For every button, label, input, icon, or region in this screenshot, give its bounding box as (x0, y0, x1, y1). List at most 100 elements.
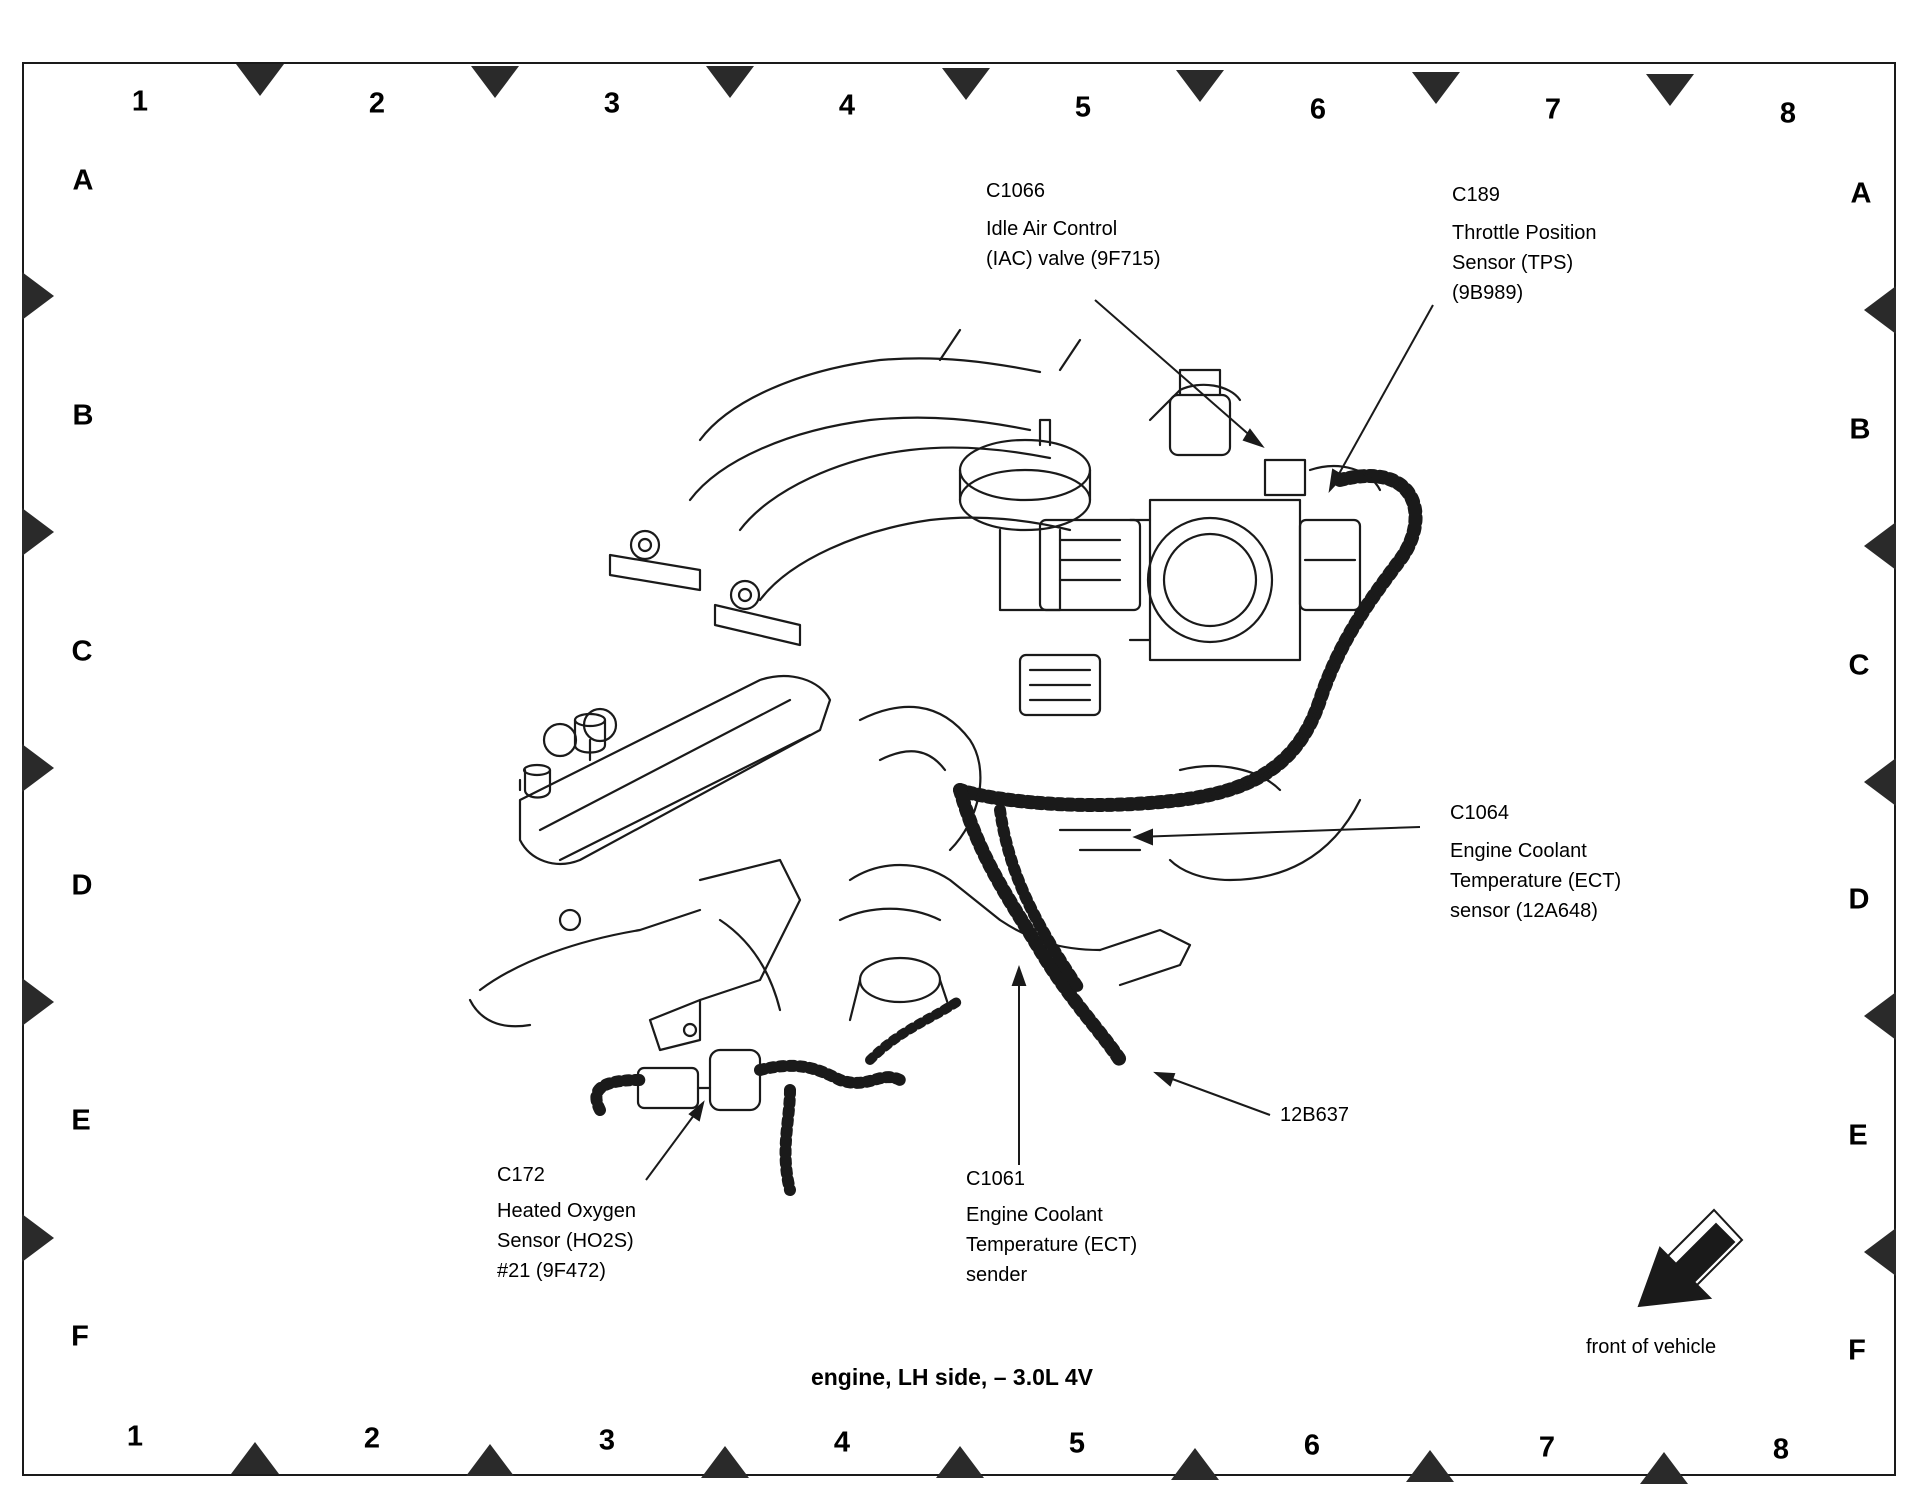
grid-marker-bottom (1171, 1448, 1219, 1480)
grid-row-right-b: B (1849, 413, 1871, 446)
grid-row-left-d: D (71, 869, 93, 902)
grid-row-left-f: F (71, 1320, 89, 1353)
manifold-detail (1308, 465, 1382, 492)
leader-lines (645, 299, 1434, 1181)
front-of-vehicle-label: front of vehicle (1586, 1336, 1717, 1358)
harness-core (958, 474, 1417, 807)
callout-c1061-line: sender (966, 1264, 1028, 1286)
callout-c1064-code: C1064 (1450, 802, 1509, 824)
throttle-body (1128, 368, 1307, 662)
grid-marker-bottom (466, 1444, 514, 1476)
callout-c189-line: Throttle Position (1452, 222, 1597, 244)
grid-col-bottom-4: 4 (833, 1426, 851, 1459)
callout-c1064-line: Temperature (ECT) (1450, 870, 1622, 892)
callout-c1066: C1066 Idle Air Control (IAC) valve (9F71… (986, 176, 1161, 274)
grid-marker-left (22, 978, 54, 1026)
grid-marker-bottom (701, 1446, 749, 1478)
grid-marker-left (22, 272, 54, 320)
grid-col-bottom-2: 2 (363, 1422, 381, 1455)
tps-sensor (1298, 518, 1362, 612)
timing-cover-outline (1168, 798, 1362, 882)
grid-col-bottom-3: 3 (598, 1424, 616, 1457)
grid-row-right-d: D (1848, 883, 1870, 916)
leader-12b637 (1155, 1072, 1271, 1116)
coolant-hoses (838, 705, 1192, 1022)
ect-sensor-connector (1058, 828, 1142, 852)
grid-marker-top (1646, 74, 1694, 106)
callout-c172-line: #21 (9F472) (497, 1260, 606, 1282)
callout-c1061-line: Engine Coolant (966, 1204, 1103, 1226)
diagram-caption: engine, LH side, – 3.0L 4V (810, 1364, 1094, 1390)
leader-12b637-arrowhead (1153, 1071, 1176, 1087)
callout-12b637: 12B637 (1280, 1100, 1349, 1130)
callout-c172-line: Heated Oxygen (497, 1200, 636, 1222)
callout-c1061: C1061 Engine Coolant Temperature (ECT) s… (966, 1164, 1137, 1290)
grid-col-top-1: 1 (131, 85, 149, 118)
callout-c1064-line: sensor (12A648) (1450, 900, 1598, 922)
leader-c1066-arrowhead (1242, 428, 1265, 448)
leader-c1064-arrowhead (1132, 828, 1153, 846)
flange-bolts (608, 529, 802, 647)
callout-c172-code: C172 (497, 1164, 545, 1186)
grid-marker-bottom (1406, 1450, 1454, 1482)
engine-outline (1178, 764, 1282, 792)
front-of-vehicle-arrow (1637, 1208, 1744, 1308)
leader-c189-arrowhead (1328, 468, 1345, 494)
leader-c189 (1329, 304, 1434, 491)
callout-c1064-line: Engine Coolant (1450, 840, 1587, 862)
grid-col-top-7: 7 (1544, 93, 1562, 126)
grid-row-left-a: A (72, 164, 94, 197)
grid-row-right-a: A (1850, 177, 1872, 210)
grid-row-left-c: C (71, 635, 93, 668)
callout-c189-code: C189 (1452, 184, 1500, 206)
grid-marker-top (1412, 72, 1460, 104)
callout-c1066-line: Idle Air Control (986, 218, 1118, 240)
harness-main (953, 469, 1423, 812)
grid-col-top-2: 2 (368, 87, 386, 120)
grid-col-top-3: 3 (603, 87, 621, 120)
callout-12b637-code: 12B637 (1280, 1104, 1349, 1126)
grid-marker-right (1864, 286, 1896, 334)
grid-row-right-e: E (1848, 1119, 1868, 1152)
leader-c1064 (1134, 826, 1421, 838)
grid-marker-top (706, 66, 754, 98)
grid-col-top-4: 4 (838, 89, 856, 122)
grid-col-bottom-7: 7 (1538, 1431, 1556, 1464)
grid-marker-top (1176, 70, 1224, 102)
manifold-runner (738, 446, 1052, 532)
grid-col-top-6: 6 (1309, 93, 1327, 126)
callout-c172-line: Sensor (HO2S) (497, 1230, 634, 1252)
grid-marker-right (1864, 758, 1896, 806)
grid-marker-bottom (231, 1442, 279, 1474)
callout-c189: C189 Throttle Position Sensor (TPS) (9B9… (1452, 180, 1597, 308)
mounting-bracket (648, 858, 802, 1052)
grid-marker-left (22, 1214, 54, 1262)
grid-marker-top (236, 64, 284, 96)
leader-c172-arrowhead (688, 1100, 705, 1122)
iac-valve (1018, 518, 1142, 717)
grid-marker-bottom (1640, 1452, 1688, 1484)
callout-c1066-line: (IAC) valve (9F715) (986, 248, 1161, 270)
callout-c1064: C1064 Engine Coolant Temperature (ECT) s… (1450, 798, 1621, 926)
grid-col-bottom-6: 6 (1303, 1429, 1321, 1462)
manifold-runner (688, 416, 1032, 502)
grid-col-top-8: 8 (1779, 97, 1797, 130)
grid-marker-left (22, 508, 54, 556)
callout-c1066-code: C1066 (986, 180, 1045, 202)
leader-c1066 (1094, 299, 1263, 447)
manifold-runner (758, 516, 1072, 602)
grid-col-bottom-5: 5 (1068, 1427, 1086, 1460)
grid-row-left-e: E (71, 1104, 91, 1137)
callout-c189-line: Sensor (TPS) (1452, 252, 1574, 274)
grid-marker-right (1864, 522, 1896, 570)
grid-row-left-b: B (72, 399, 94, 432)
leader-c1061-arrowhead (1011, 964, 1027, 986)
grid-row-right-f: F (1848, 1334, 1866, 1367)
grid-col-bottom-1: 1 (126, 1420, 144, 1453)
grid-marker-top (471, 66, 519, 98)
harness-branch (953, 783, 1127, 1067)
callout-c189-line: (9B989) (1452, 282, 1524, 304)
ho2s-connector (590, 995, 965, 1196)
